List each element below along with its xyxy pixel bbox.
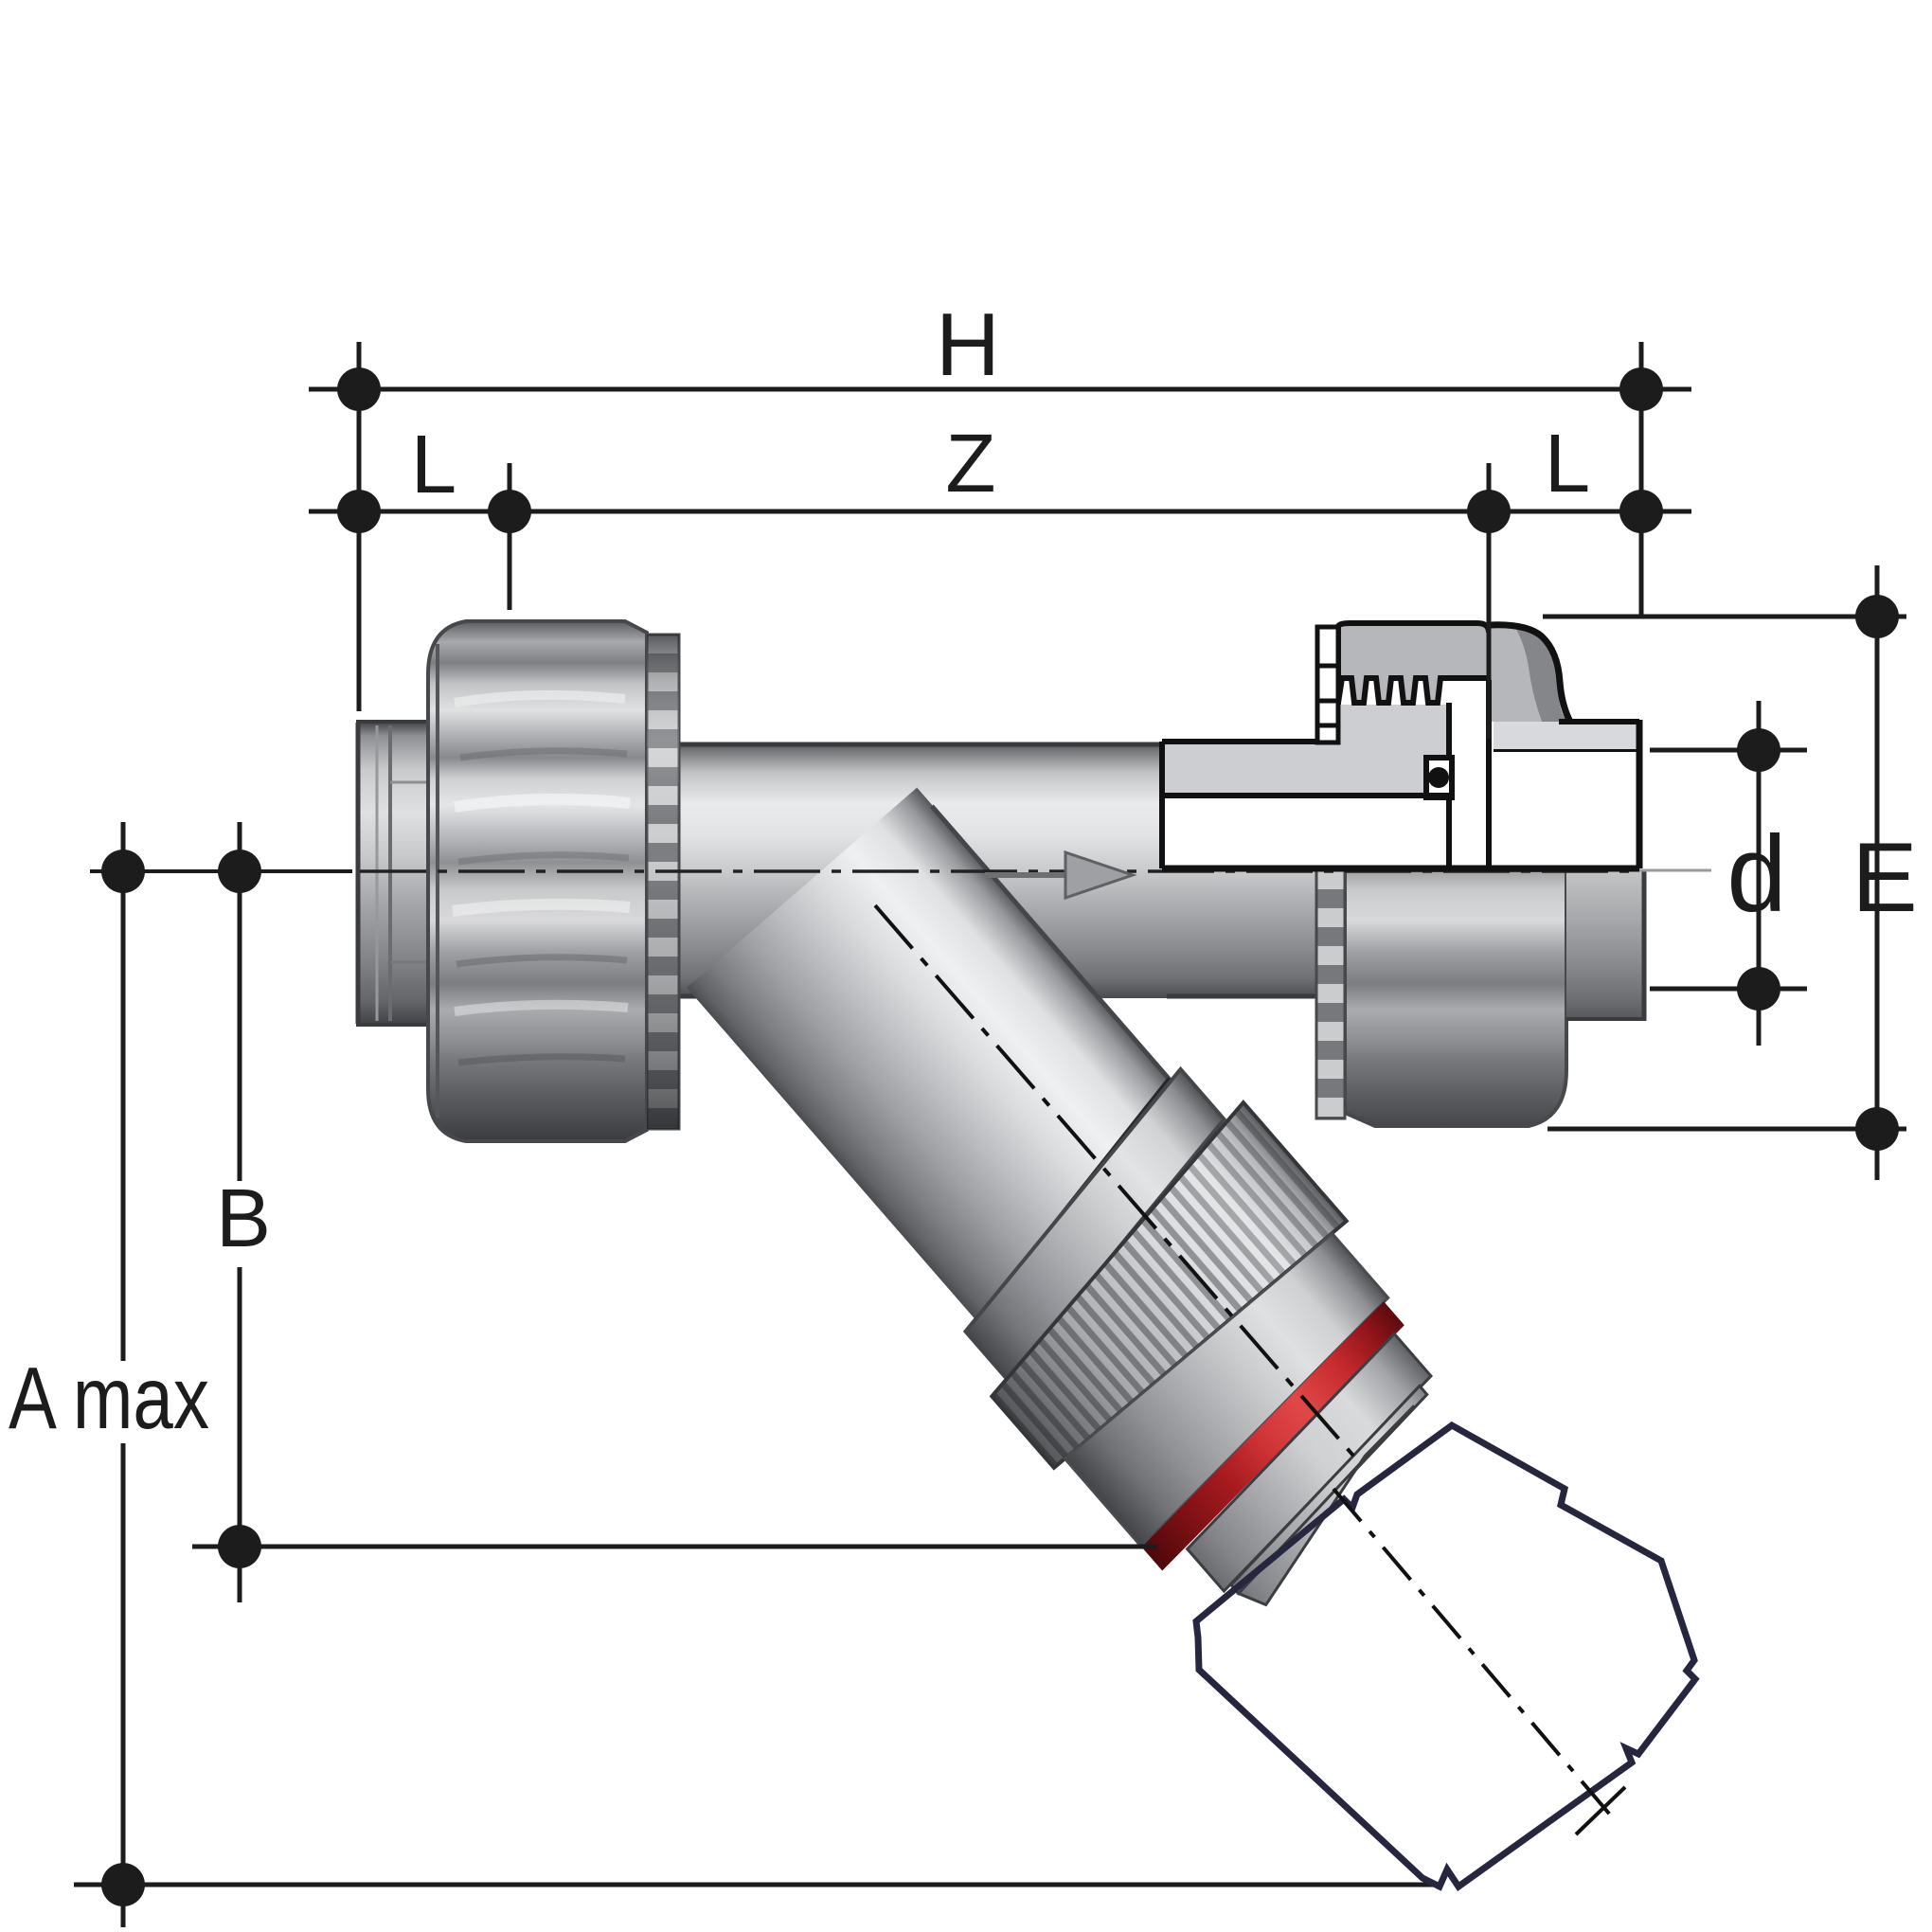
svg-text:H: H — [936, 295, 1000, 394]
svg-text:E: E — [1852, 823, 1917, 933]
svg-text:Z: Z — [945, 418, 995, 510]
svg-text:L: L — [1545, 418, 1590, 510]
svg-text:A max: A max — [9, 1349, 209, 1447]
svg-text:d: d — [1726, 814, 1786, 935]
svg-text:L: L — [411, 419, 456, 510]
svg-text:B: B — [216, 1172, 271, 1264]
